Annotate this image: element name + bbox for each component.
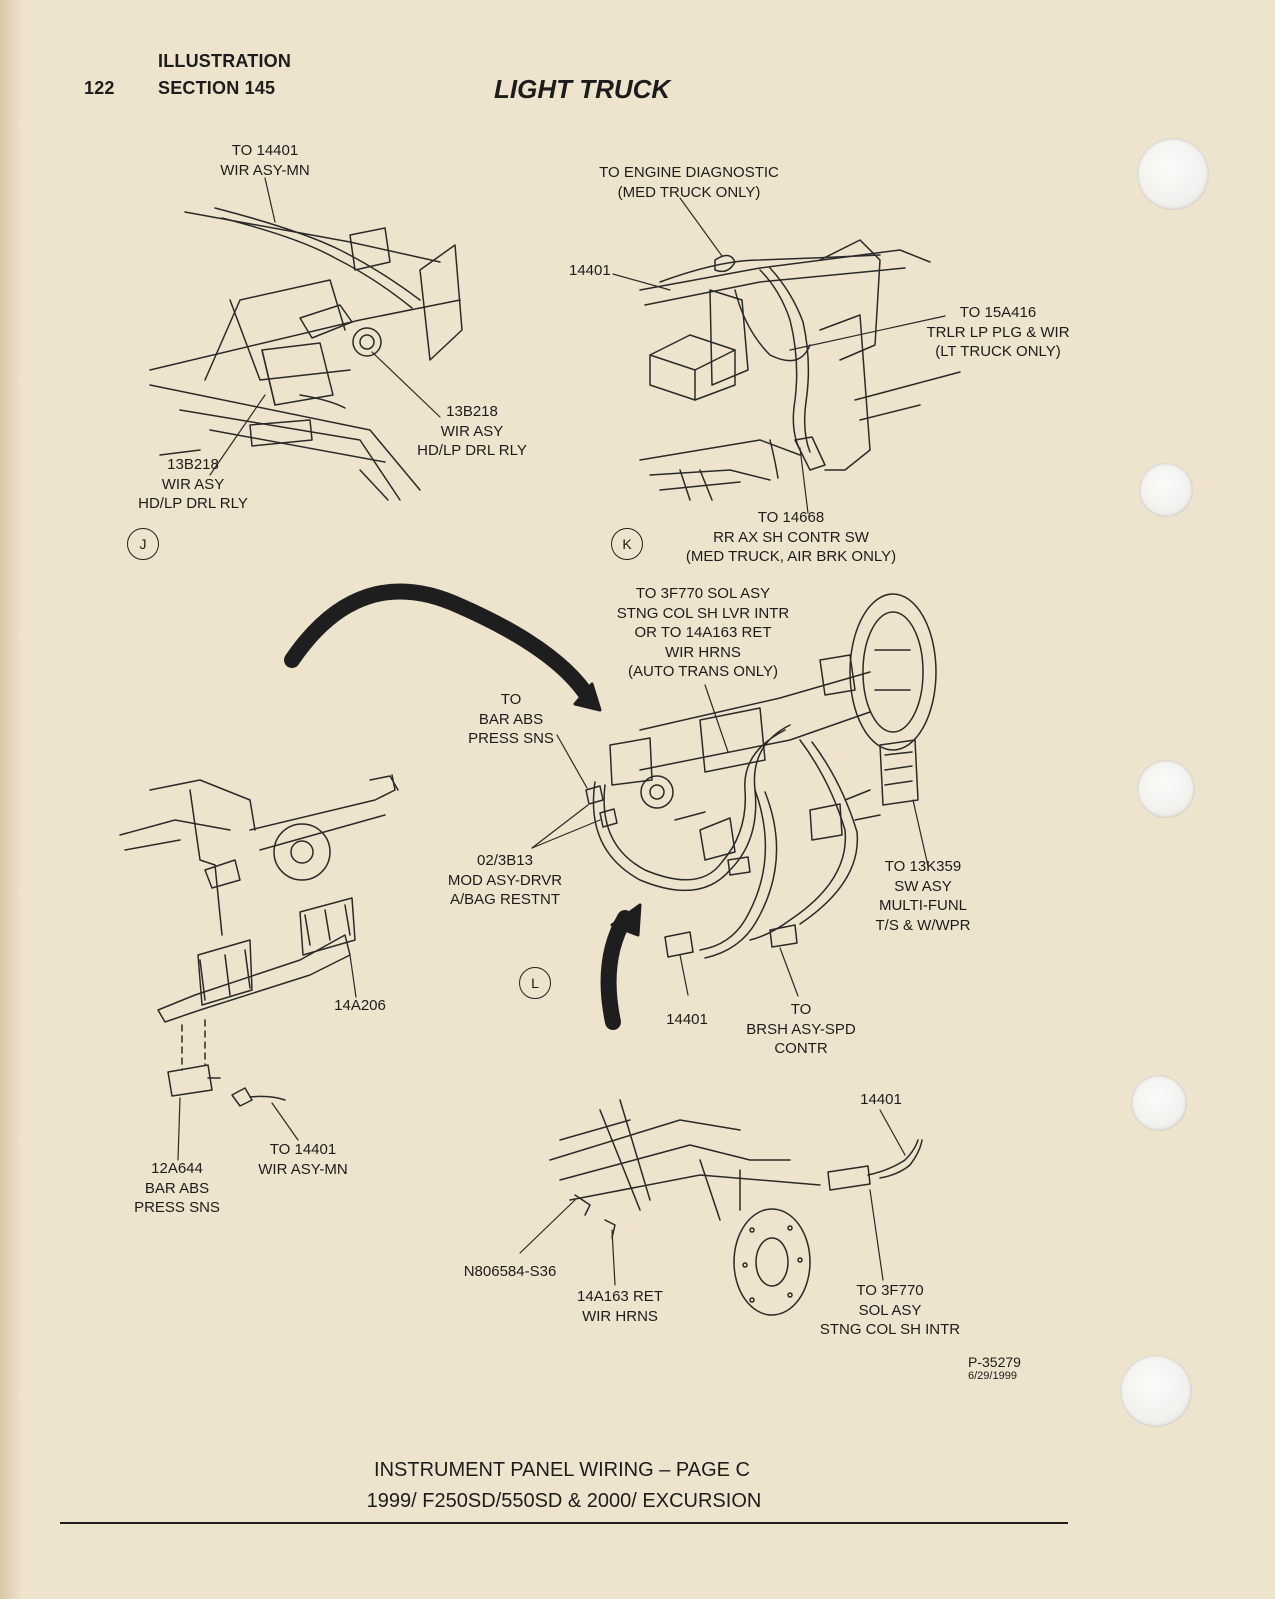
label-lower-sol: TO 3F770 SOL ASY STNG COL SH INTR (819, 1282, 961, 1338)
view-marker-l: L (519, 967, 551, 999)
part-number: P-35279 6/29/1999 (968, 1354, 1021, 1382)
binder-hole (1139, 463, 1193, 517)
footer-rule (60, 1522, 1068, 1524)
binder-hole (1137, 760, 1195, 818)
footer-title: INSTRUMENT PANEL WIRING – PAGE C (374, 1459, 750, 1481)
label-k-engine-diagnostic: TO ENGINE DIAGNOSTIC (MED TRUCK ONLY) (599, 164, 779, 201)
binder-hole (1120, 1355, 1192, 1427)
label-j-relay-right: 13B218 WIR ASY HD/LP DRL RLY (417, 403, 527, 459)
abs-bracket-drawing (119, 774, 399, 1107)
label-j-relay-left: 13B218 WIR ASY HD/LP DRL RLY (138, 456, 248, 512)
page-edge (0, 0, 22, 1599)
label-k-trailer: TO 15A416 TRLR LP PLG & WIR (LT TRUCK ON… (926, 304, 1070, 360)
label-lower-nut: N806584-S36 (463, 1263, 557, 1280)
label-k-14401: 14401 (569, 262, 611, 279)
page-title: LIGHT TRUCK (494, 74, 671, 104)
label-l-to-14401: TO 14401 WIR ASY-MN (258, 1141, 348, 1178)
view-marker-j: J (127, 528, 159, 560)
page-number: 122 (84, 78, 115, 98)
view-marker-k: K (611, 528, 643, 560)
label-l-airbag: 02/3B13 MOD ASY-DRVR A/BAG RESTNT (447, 852, 563, 908)
label-lower-ret: 14A163 RET WIR HRNS (577, 1288, 663, 1325)
view-j-drawing (149, 207, 463, 501)
label-l-multifunction: TO 13K359 SW ASY MULTI-FUNL T/S & W/WPR (875, 858, 971, 934)
label-l-14401: 14401 (666, 1011, 708, 1028)
binder-hole (1131, 1075, 1187, 1131)
leader-lines (177, 177, 946, 1286)
label-lower-14401: 14401 (860, 1091, 902, 1108)
footer-subtitle: 1999/ F250SD/550SD & 2000/ EXCURSION (366, 1490, 762, 1512)
label-l-14a206: 14A206 (334, 997, 386, 1014)
label-l-sensor: 12A644 BAR ABS PRESS SNS (134, 1160, 220, 1216)
label-k-rear-axle: TO 14668 RR AX SH CONTR SW (MED TRUCK, A… (685, 509, 897, 565)
label-j-to-14401: TO 14401 WIR ASY-MN (220, 142, 310, 179)
view-l-drawing (284, 583, 937, 1030)
label-l-brush: TO BRSH ASY-SPD CONTR (746, 1001, 856, 1057)
binder-hole (1137, 138, 1209, 210)
lower-view-drawing (549, 1099, 923, 1316)
header-illustration: ILLUSTRATION (158, 51, 292, 71)
header-section: SECTION 145 (158, 78, 276, 98)
view-k-drawing (639, 239, 961, 501)
label-l-sol-asy: TO 3F770 SOL ASY STNG COL SH LVR INTR OR… (616, 585, 790, 680)
label-l-bar-abs: TO BAR ABS PRESS SNS (468, 691, 554, 747)
